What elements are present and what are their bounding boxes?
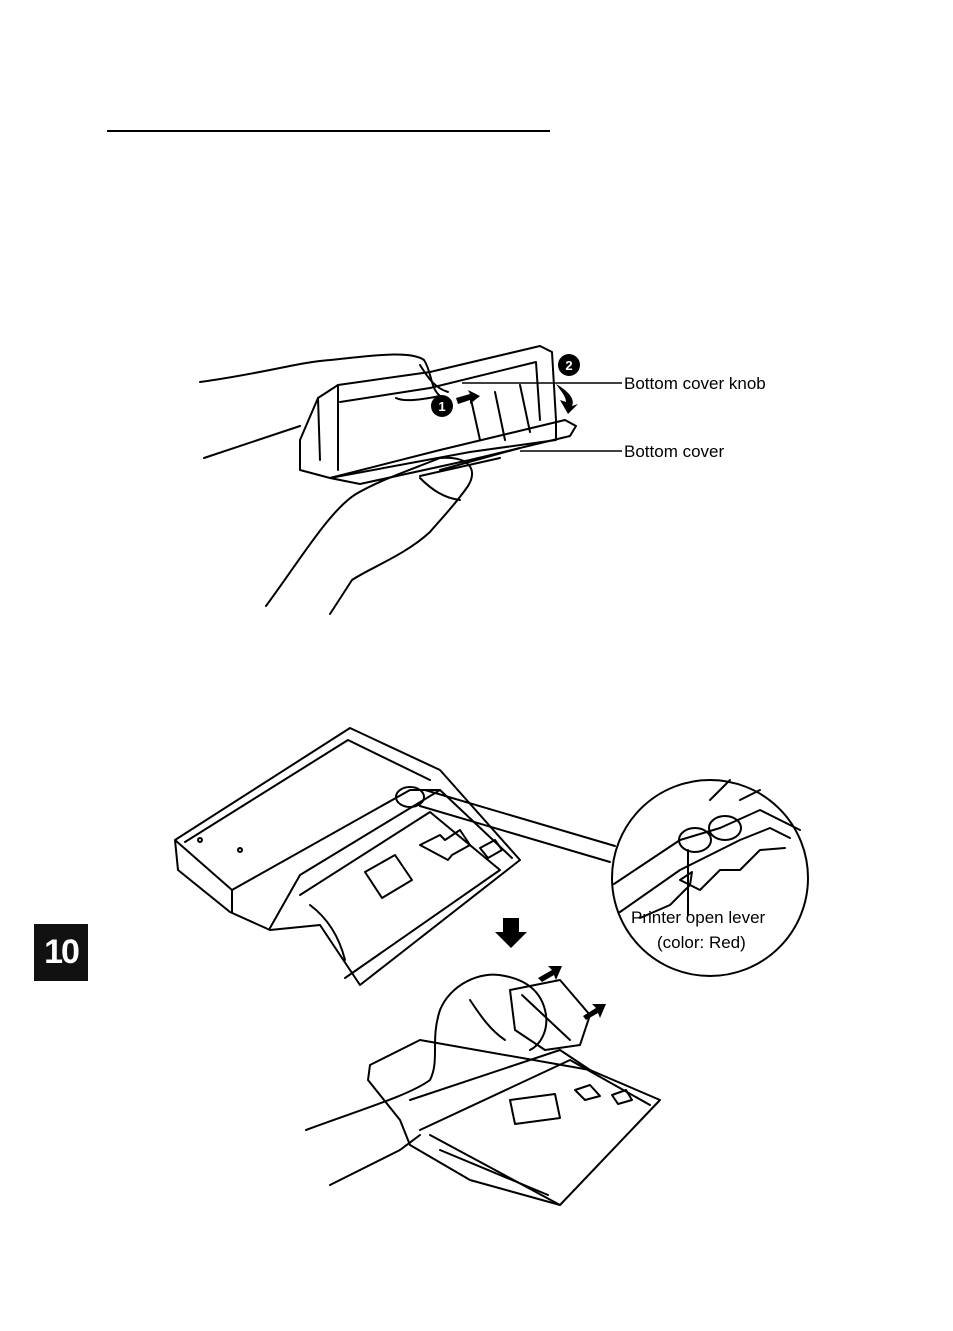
open-device	[175, 728, 520, 985]
chapter-tab: 10	[34, 924, 88, 981]
down-arrow-icon	[495, 918, 527, 948]
label-lever-color: (color: Red)	[657, 934, 746, 951]
label-printer-open-lever: Printer open lever	[631, 909, 765, 926]
